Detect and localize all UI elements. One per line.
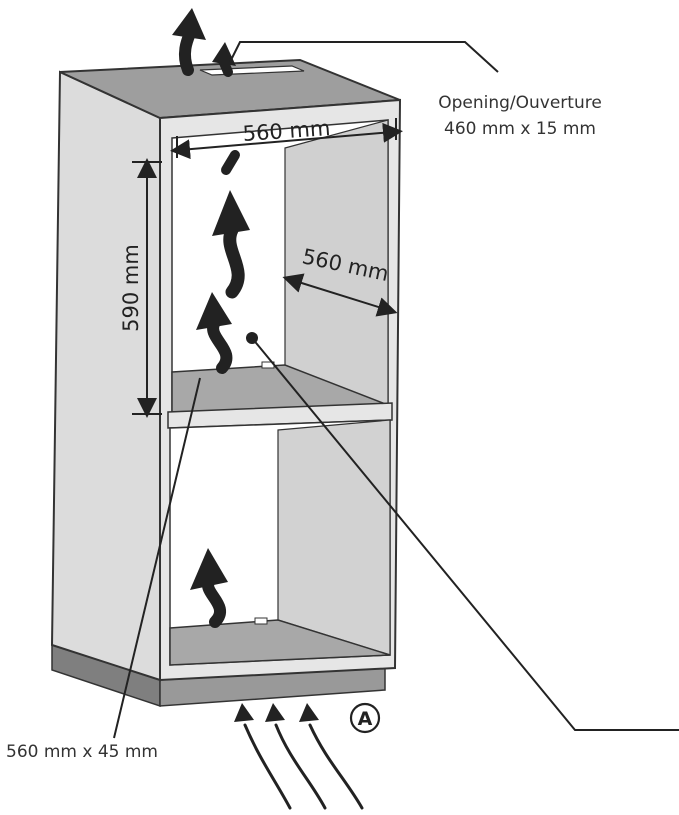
- airflow-arrows: [172, 8, 364, 810]
- height-label: 590 mm: [119, 244, 143, 332]
- marker-point: [246, 332, 258, 344]
- lower-shelf: [169, 619, 391, 666]
- marker-a-label: A: [358, 708, 373, 730]
- marker-a-badge: A: [349, 702, 381, 734]
- opening-label-line2: 460 mm x 15 mm: [444, 119, 596, 139]
- dimension-lines: [132, 118, 403, 418]
- cabinet-left-panel: [50, 70, 161, 682]
- opening-leader: [229, 41, 499, 73]
- leader-lines: [113, 41, 679, 739]
- opening-label-line1: Opening/Ouverture: [438, 93, 602, 113]
- depth-dimension-line: [282, 273, 398, 317]
- lower-compartment: [169, 419, 391, 666]
- bottom-vent-label: 560 mm x 45 mm: [6, 742, 158, 762]
- marker-leader: [251, 337, 679, 731]
- bottom-vent-leader: [113, 377, 201, 739]
- width-dimension-line: [170, 122, 403, 160]
